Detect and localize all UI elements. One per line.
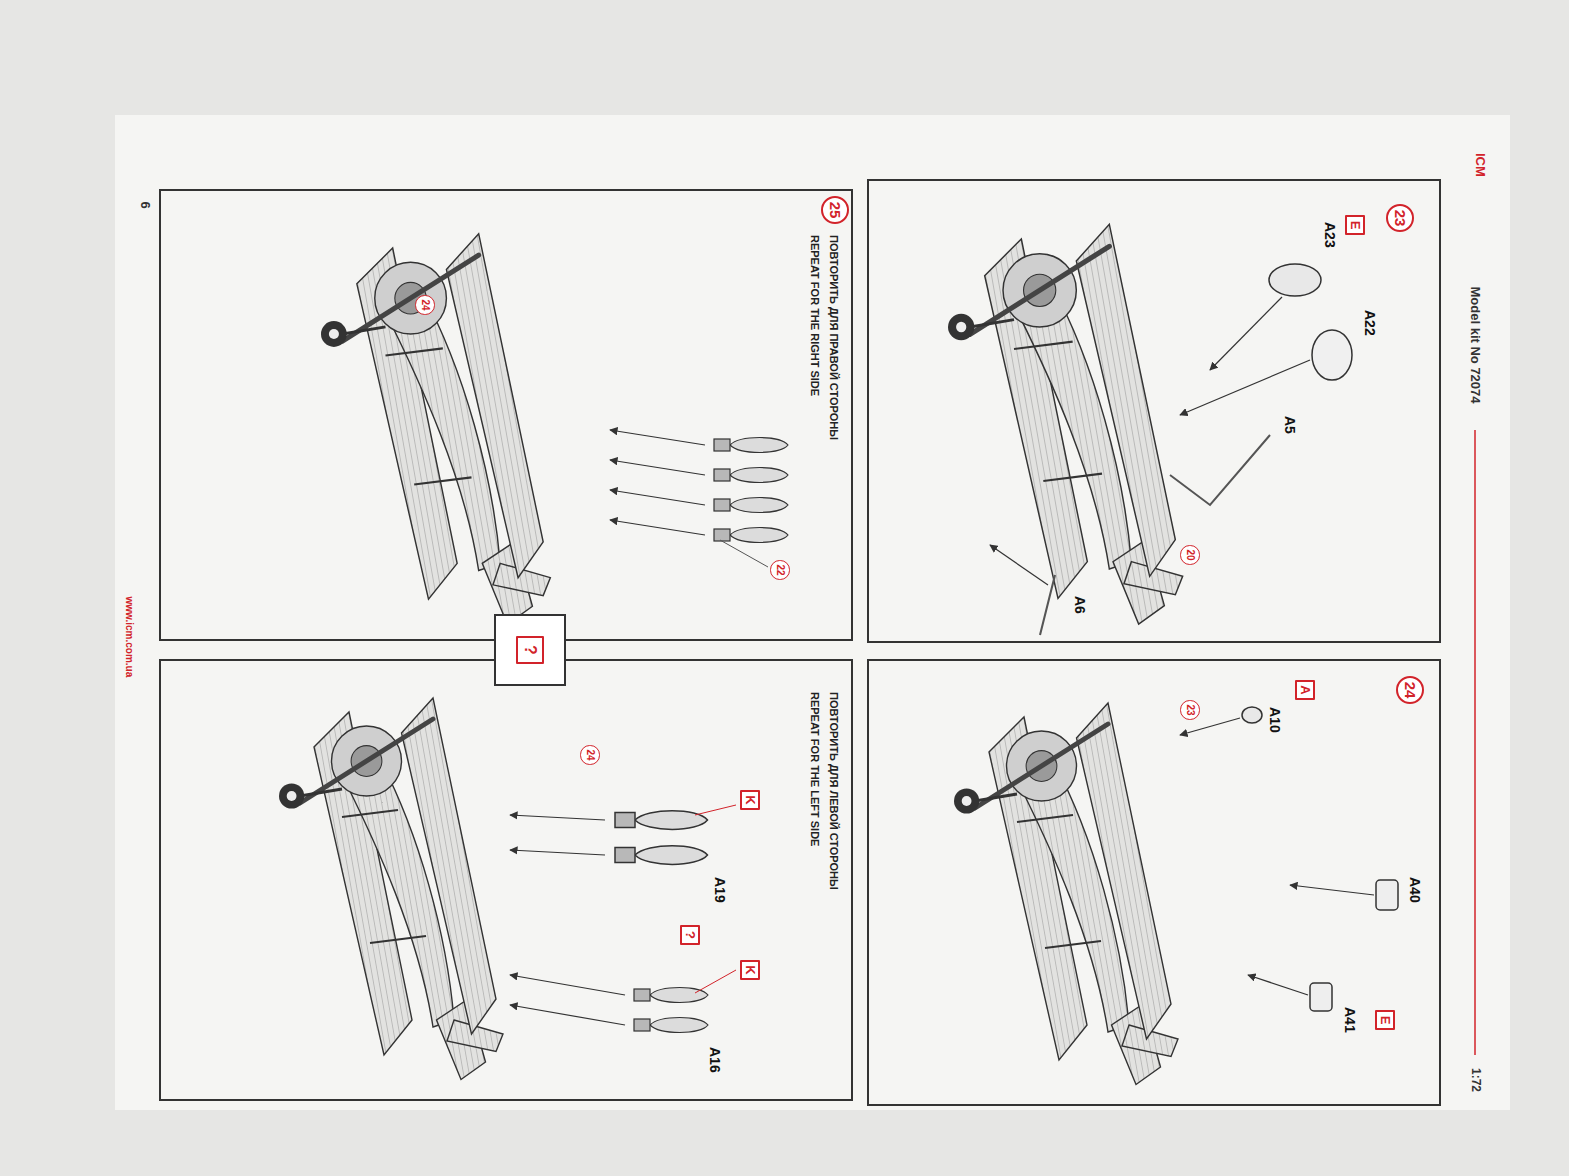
assembly-arrow <box>1290 885 1374 895</box>
part-number: A5 <box>1282 414 1298 436</box>
bomb-part <box>714 438 788 453</box>
part-a10 <box>1242 707 1262 723</box>
part-number: A40 <box>1407 875 1423 905</box>
step-panel <box>160 660 852 1100</box>
marking-text: ? <box>521 645 539 655</box>
instruction-sheet: 23E2024AE23252224?24K?KICMModel kit No 7… <box>115 115 1510 1110</box>
marking-leader <box>695 805 736 815</box>
bomb-part <box>615 811 708 830</box>
marking-box: ? <box>680 925 700 945</box>
step-panel <box>868 180 1440 642</box>
assembly-arrow <box>610 490 705 505</box>
bomb-part <box>615 846 708 865</box>
marking-text: 24 <box>585 749 596 760</box>
assembly-arrow <box>990 545 1048 585</box>
assembly-arrow <box>1180 360 1310 415</box>
part-number: A41 <box>1342 1005 1358 1035</box>
paper <box>115 115 1510 1110</box>
assembly-arrow <box>1248 975 1308 995</box>
part-a22 <box>1312 330 1352 380</box>
instruction-note: ПОВТОРИТЬ ДЛЯ ЛЕВОЙ СТОРОНЫ <box>828 690 841 892</box>
assembly-arrow <box>510 815 605 820</box>
instruction-note: REPEAT FOR THE RIGHT SIDE <box>809 233 822 398</box>
marking-box: E <box>1345 215 1365 235</box>
part-number: A6 <box>1072 594 1088 616</box>
assembly-arrow <box>610 430 705 445</box>
assembly-arrow <box>510 850 605 855</box>
question-box: ? <box>516 636 544 664</box>
marking-text: ? <box>683 931 697 939</box>
part-number: A19 <box>712 875 728 905</box>
bomb-part <box>714 468 788 483</box>
step-reference: 24 <box>580 745 599 764</box>
text-layer: 23E2024AE23252224?24K?KICMModel kit No 7… <box>115 115 1510 1110</box>
part-number: A16 <box>707 1045 723 1075</box>
assembly-arrow <box>510 975 625 995</box>
marking-text: 25 <box>827 202 844 219</box>
marking-text: 24 <box>1402 682 1419 699</box>
part-a41 <box>1310 983 1332 1011</box>
marking-text: 20 <box>1185 549 1196 560</box>
strut-part <box>1170 435 1270 505</box>
step-reference: 24 <box>415 295 434 314</box>
wheel-spat <box>1269 264 1321 296</box>
marking-text: A <box>1298 685 1312 694</box>
marking-text: K <box>743 965 757 974</box>
assembly-arrow <box>610 520 705 535</box>
scale: 1:72 <box>1468 1066 1482 1094</box>
marking-box: E <box>1375 1010 1395 1030</box>
instruction-note: ПОВТОРИТЬ ДЛЯ ПРАВОЙ СТОРОНЫ <box>828 233 841 442</box>
step-panel <box>868 660 1440 1105</box>
aircraft-drawing <box>954 703 1178 1085</box>
marking-text: 23 <box>1392 210 1409 227</box>
assembly-arrow <box>610 460 705 475</box>
assembly-arrow <box>510 1005 625 1025</box>
part-number: A23 <box>1322 220 1338 250</box>
part-number: A22 <box>1362 308 1378 338</box>
marking-text: E <box>1378 1016 1392 1025</box>
aircraft-drawing <box>279 698 503 1080</box>
bomb-part <box>634 988 708 1003</box>
link-box <box>495 615 565 685</box>
instruction-note: REPEAT FOR THE LEFT SIDE <box>809 690 822 848</box>
assembly-arrow <box>1210 297 1282 370</box>
step-reference: 22 <box>770 560 789 579</box>
part-a40 <box>1376 880 1398 910</box>
marking-text: E <box>1348 221 1362 230</box>
assembly-arrow <box>1180 718 1240 735</box>
step-reference: 20 <box>1180 545 1199 564</box>
step-number: 25 <box>821 196 849 224</box>
website: www.icm.com.ua <box>124 595 136 680</box>
marking-text: 23 <box>1185 704 1196 715</box>
kit-number: Model kit No 72074 <box>1468 285 1483 406</box>
marking-text: 22 <box>775 564 786 575</box>
bomb-part <box>634 1018 708 1033</box>
marking-box: K <box>740 960 760 980</box>
marking-box: K <box>740 790 760 810</box>
aircraft-drawing <box>321 234 550 625</box>
marking-box: A <box>1295 680 1315 700</box>
aircraft-drawing <box>948 224 1183 624</box>
leader-line <box>720 540 768 567</box>
step-reference: 23 <box>1180 700 1199 719</box>
marking-text: K <box>743 795 757 804</box>
bomb-part <box>714 528 788 543</box>
page-number: 6 <box>138 200 153 211</box>
step-panel <box>160 190 852 640</box>
marking-leader <box>695 970 736 993</box>
part-number: A10 <box>1267 705 1283 735</box>
brand-logo: ICM <box>1473 151 1488 179</box>
bomb-part <box>714 498 788 513</box>
step-number: 23 <box>1386 204 1414 232</box>
header-rule <box>1474 430 1476 1055</box>
step-number: 24 <box>1396 676 1424 704</box>
marking-text: 24 <box>420 299 431 310</box>
